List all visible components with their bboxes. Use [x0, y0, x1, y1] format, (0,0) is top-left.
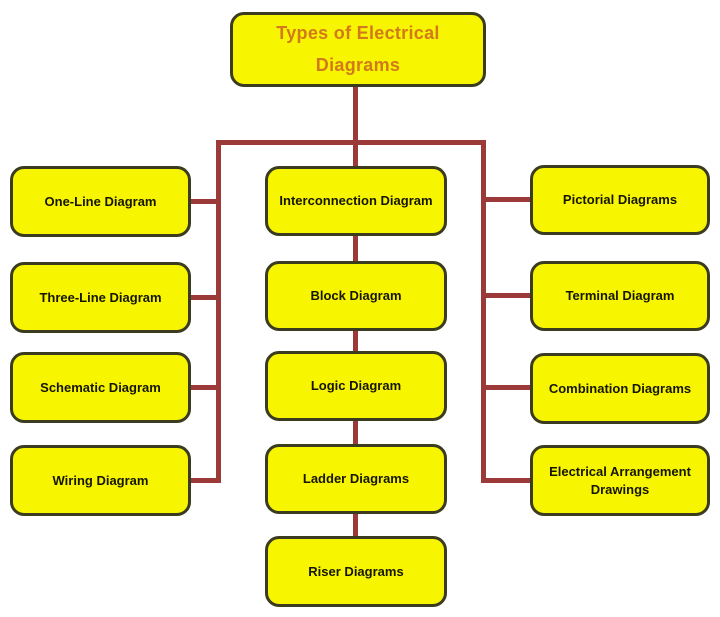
connector-stub-pictorial [484, 197, 530, 202]
connector-top-horizontal [216, 140, 486, 145]
node-ladder-diagrams: Ladder Diagrams [265, 444, 447, 514]
connector-title-to-row [353, 87, 358, 166]
node-combination-diagrams: Combination Diagrams [530, 353, 710, 424]
node-interconnection-diagram: Interconnection Diagram [265, 166, 447, 236]
connector-right-trunk [481, 140, 486, 483]
title-line-1: Types of Electrical [276, 23, 440, 43]
title-line-2: Diagrams [315, 54, 401, 75]
node-label: One-Line Diagram [44, 193, 157, 209]
node-logic-diagram: Logic Diagram [265, 351, 447, 421]
node-schematic-diagram: Schematic Diagram [10, 352, 191, 423]
connector-stub-schematic [191, 385, 221, 390]
node-label: Schematic Diagram [40, 379, 161, 395]
node-pictorial-diagrams: Pictorial Diagrams [530, 165, 710, 235]
connector-stub-one-line [191, 199, 221, 204]
node-label: Interconnection Diagram [279, 193, 433, 209]
connector-ladder-to-riser [353, 514, 358, 536]
connector-left-trunk [216, 140, 221, 483]
node-label: Combination Diagrams [548, 380, 692, 396]
node-title: Types of Electrical Diagrams [230, 12, 486, 87]
node-label: Riser Diagrams [308, 563, 404, 579]
node-label: Three-Line Diagram [39, 289, 162, 305]
node-terminal-diagram: Terminal Diagram [530, 261, 710, 331]
connector-stub-wiring [191, 478, 221, 483]
connector-logic-to-ladder [353, 421, 358, 444]
node-riser-diagrams: Riser Diagrams [265, 536, 447, 607]
node-three-line-diagram: Three-Line Diagram [10, 262, 191, 333]
node-wiring-diagram: Wiring Diagram [10, 445, 191, 516]
node-label: Ladder Diagrams [302, 471, 410, 487]
node-label: Pictorial Diagrams [562, 192, 678, 208]
connector-interconnection-to-block [353, 236, 358, 261]
node-block-diagram: Block Diagram [265, 261, 447, 331]
connector-stub-combination [484, 385, 530, 390]
connector-block-to-logic [353, 331, 358, 351]
node-label: Block Diagram [310, 288, 402, 304]
connector-stub-terminal [484, 293, 530, 298]
node-label: Terminal Diagram [565, 288, 675, 304]
connector-stub-electrical-arrangement [484, 478, 530, 483]
node-label: Logic Diagram [310, 378, 402, 394]
connector-stub-three-line [191, 295, 221, 300]
node-electrical-arrangement-drawings: Electrical Arrangement Drawings [530, 445, 710, 516]
node-label: Wiring Diagram [52, 472, 149, 488]
node-one-line-diagram: One-Line Diagram [10, 166, 191, 237]
node-label: Electrical Arrangement Drawings [549, 463, 691, 497]
